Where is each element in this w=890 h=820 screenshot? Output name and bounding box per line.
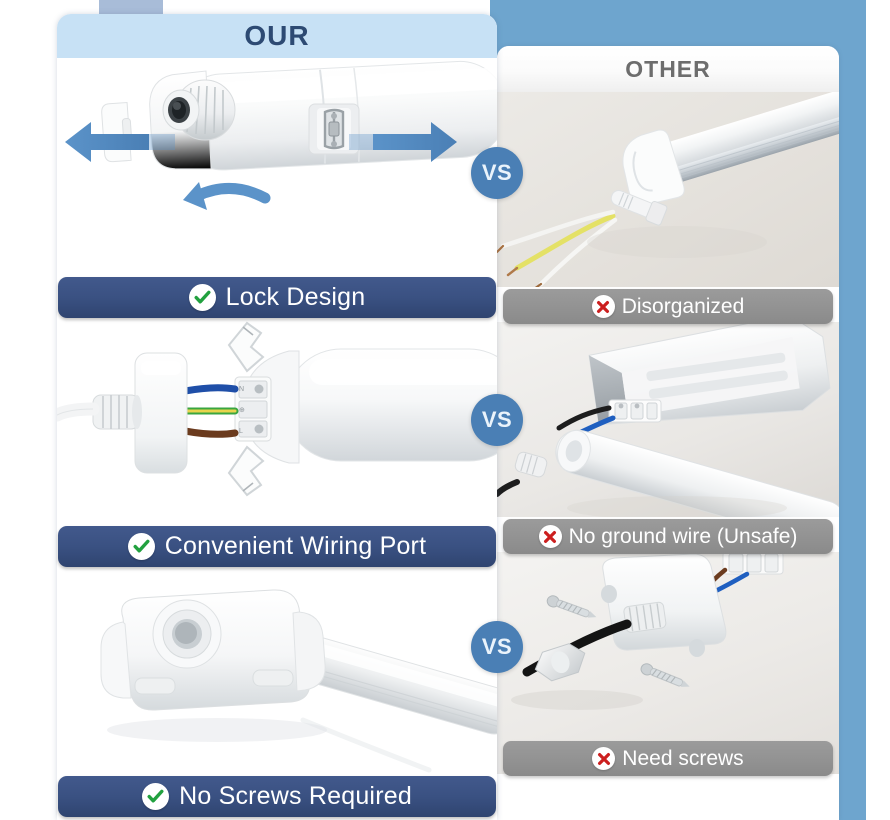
svg-text:⊕: ⊕ — [239, 407, 245, 414]
our-image-lock — [57, 58, 497, 274]
our-feature-bar-no-screws-required[interactable]: No Screws Required — [58, 776, 496, 817]
other-image-no-ground — [497, 322, 839, 517]
vs-badge-label: VS — [481, 634, 513, 659]
arrow-rotate-icon — [183, 182, 271, 210]
our-feature-label: No Screws Required — [179, 782, 412, 810]
other-panel-title: OTHER — [625, 55, 711, 82]
other-image-need-screws — [497, 552, 839, 774]
our-feature-label: Convenient Wiring Port — [164, 532, 427, 560]
check-circle-icon — [127, 533, 155, 560]
other-image-disorganized — [497, 92, 839, 287]
check-circle-icon — [188, 284, 216, 311]
svg-text:L: L — [239, 428, 243, 435]
vs-badge-1: VS — [471, 147, 523, 199]
vs-badge-label: VS — [481, 407, 513, 432]
x-circle-icon — [591, 295, 615, 318]
our-image-wiring: N ⊕ L — [57, 317, 497, 529]
our-feature-bar-convenient-wiring-port[interactable]: Convenient Wiring Port — [58, 526, 496, 567]
other-feature-label: Need screws — [622, 746, 744, 770]
arrow-left-icon — [65, 122, 175, 162]
check-circle-icon — [142, 783, 170, 810]
frame-band-right — [836, 0, 866, 820]
vs-badge-3: VS — [471, 621, 523, 673]
our-panel-header: OUR — [57, 14, 497, 58]
other-panel-header: OTHER — [497, 46, 839, 92]
other-panel: OTHER — [497, 46, 839, 820]
x-circle-icon — [538, 525, 562, 548]
our-feature-label: Lock Design — [225, 283, 366, 311]
our-feature-bar-lock-design[interactable]: Lock Design — [58, 277, 496, 318]
other-feature-bar-no-ground-wire[interactable]: No ground wire (Unsafe) — [503, 519, 833, 554]
our-image-no-screws — [57, 574, 497, 774]
other-feature-label: Disorganized — [621, 294, 745, 318]
x-circle-icon — [592, 747, 616, 770]
our-panel: OUR — [57, 14, 497, 820]
arrow-right-icon — [349, 122, 457, 162]
our-panel-title: OUR — [244, 20, 310, 51]
svg-text:N: N — [239, 386, 244, 393]
other-feature-label: No ground wire (Unsafe) — [568, 524, 798, 548]
vs-badge-label: VS — [481, 160, 513, 185]
other-feature-bar-disorganized[interactable]: Disorganized — [503, 289, 833, 324]
other-feature-bar-need-screws[interactable]: Need screws — [503, 741, 833, 776]
vs-badge-2: VS — [471, 394, 523, 446]
